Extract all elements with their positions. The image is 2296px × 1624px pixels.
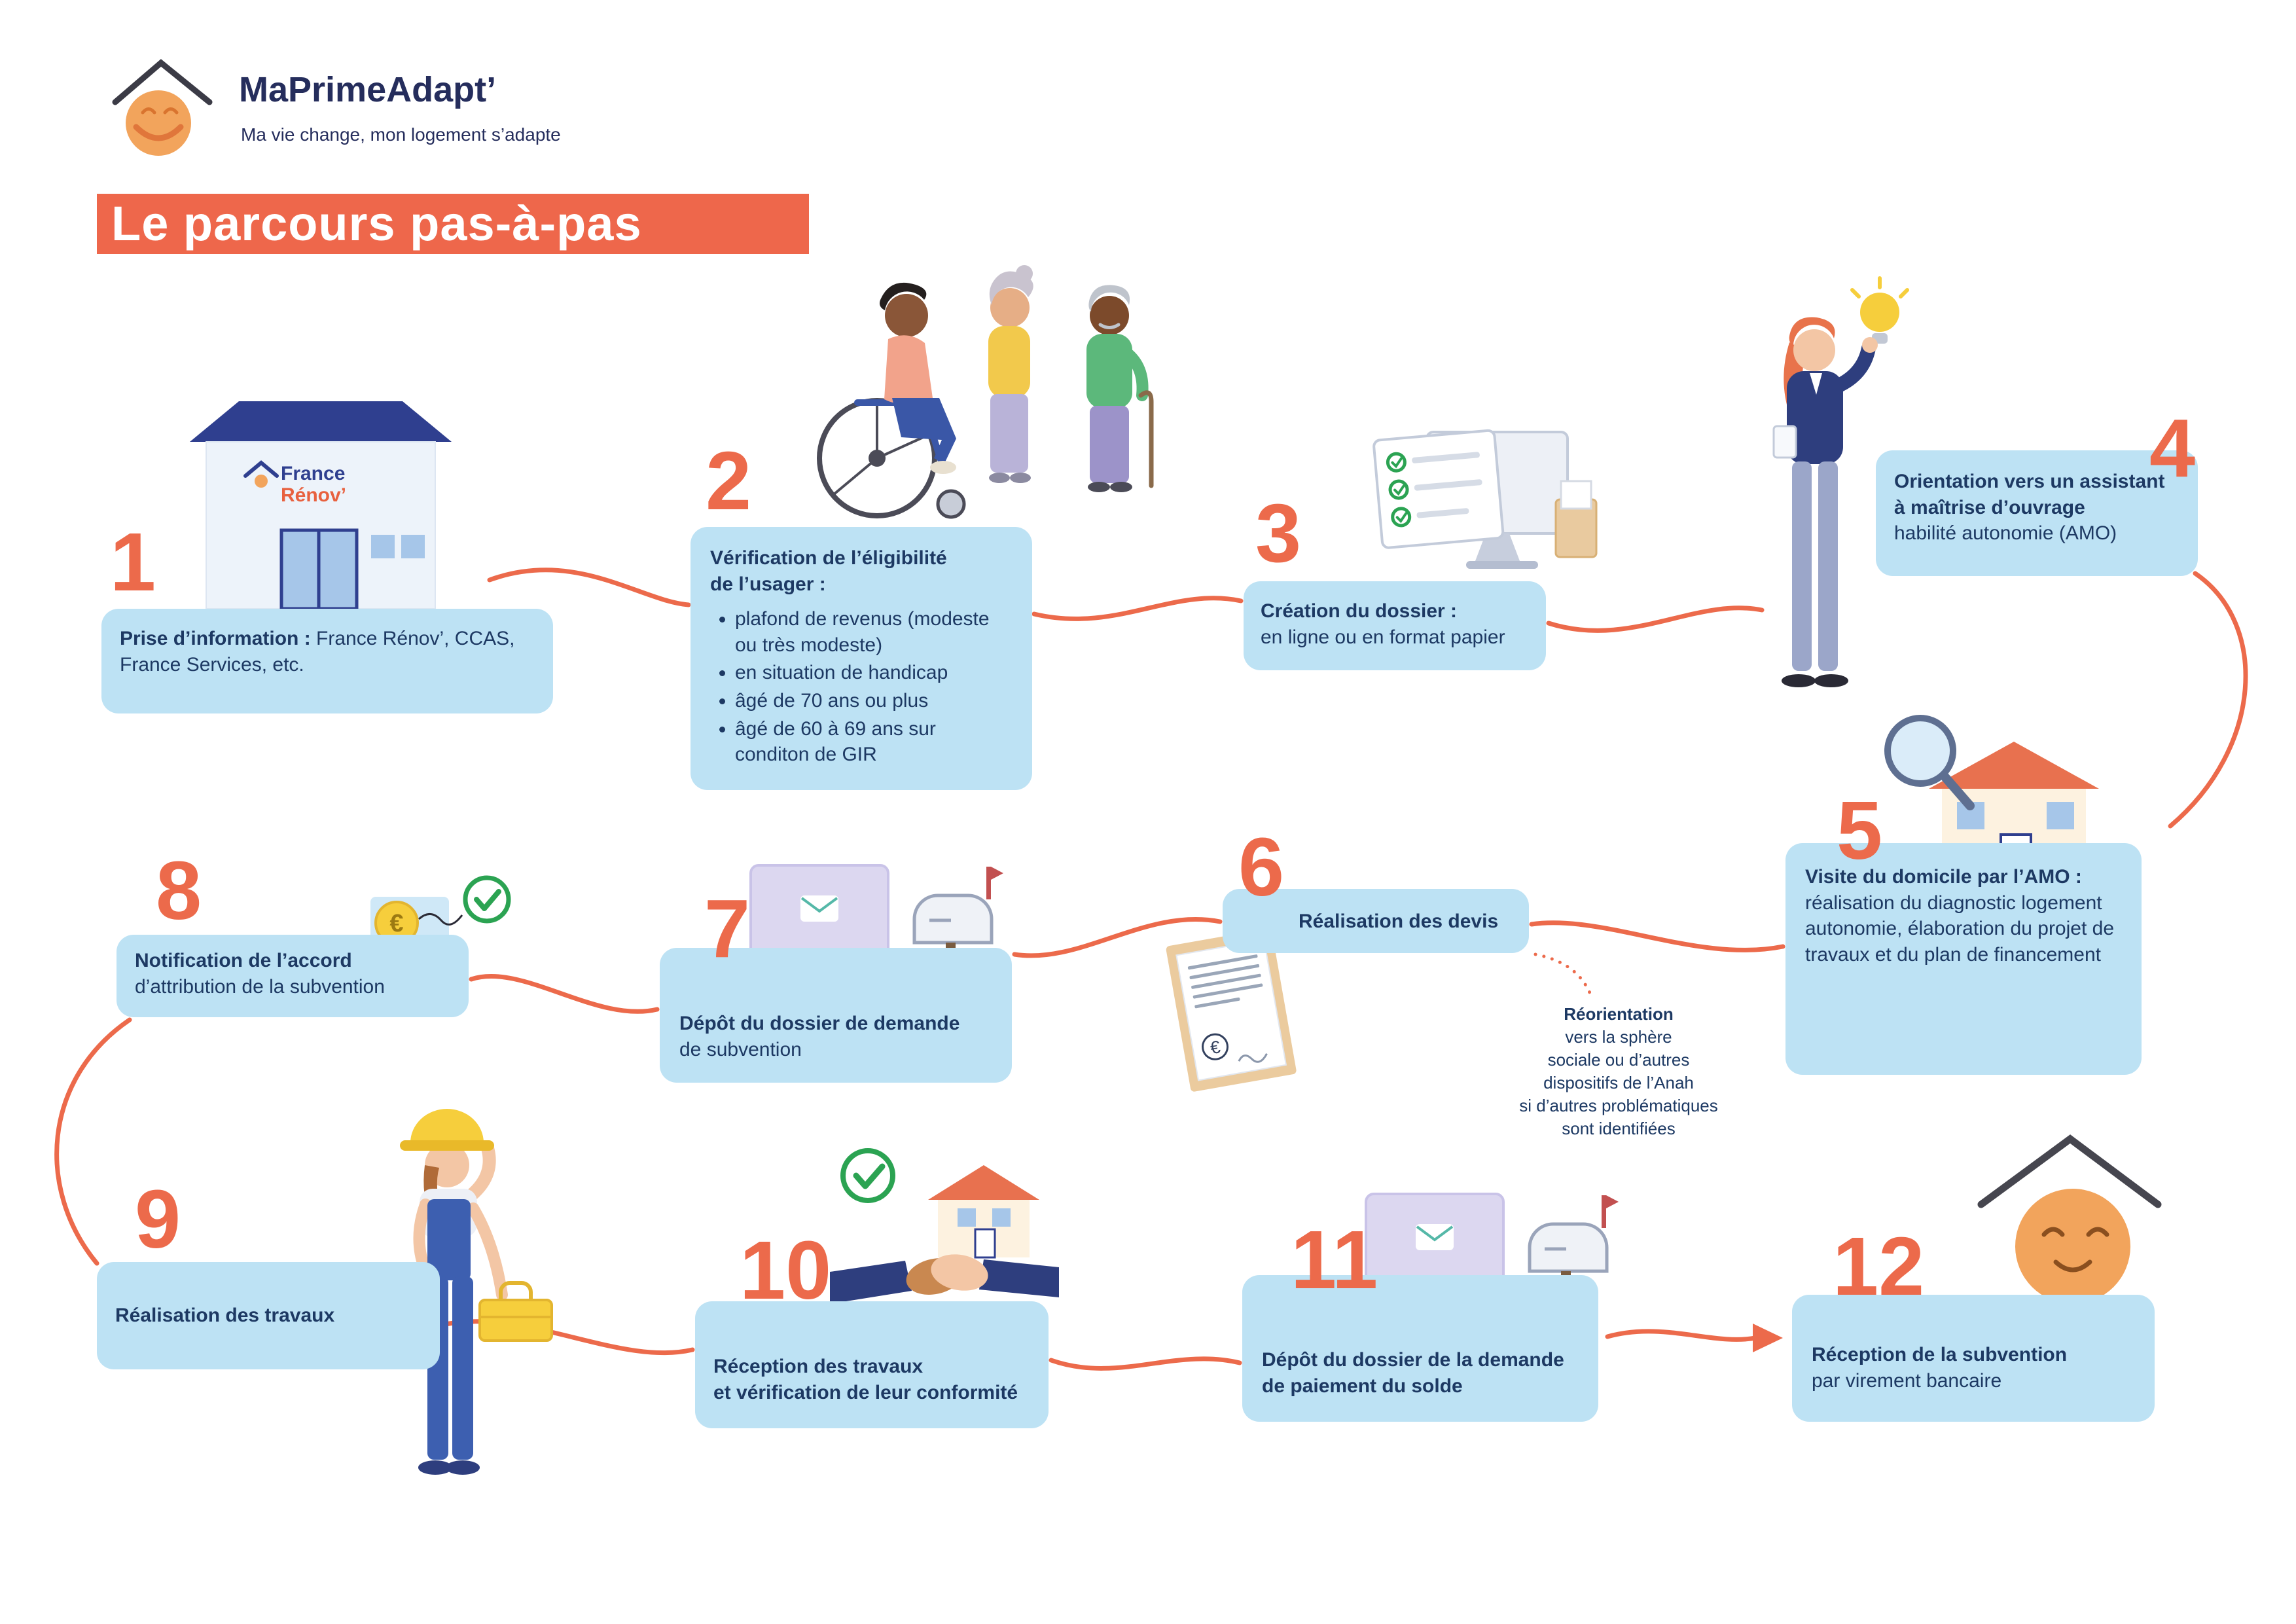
svg-text:Rénov’: Rénov’ [281, 484, 346, 506]
step-7-box: Dépôt du dossier de demande de subventio… [660, 948, 1012, 1083]
step-4-title: Orientation vers un assistant [1894, 471, 2165, 492]
lightbulb-icon [1850, 276, 1909, 344]
step-1-number: 1 [110, 516, 156, 608]
eligibility-item: en situation de handicap [735, 660, 1013, 686]
logo-wordmark: MaPrimeAdapt’ [239, 70, 497, 109]
step-9-box: Réalisation des travaux [97, 1262, 440, 1369]
step-2-box: Vérification de l’éligibilité de l’usage… [691, 527, 1032, 790]
step-7-title: Dépôt du dossier de demande [679, 1013, 960, 1034]
advisor-woman-illustration [1772, 276, 1909, 687]
connector-dotted-reorientation [1534, 952, 1594, 1000]
magnifier-icon [1884, 715, 1975, 810]
step-11-title: Dépôt du dossier de la demande [1262, 1349, 1564, 1371]
reorientation-title: Réorientation [1564, 1004, 1674, 1024]
handshake-icon [830, 1254, 1059, 1304]
hard-hat-icon [400, 1109, 494, 1151]
svg-text:France: France [281, 463, 345, 484]
step-5-box: Visite du domicile par l’AMO : réalisati… [1785, 843, 2142, 1075]
euro-icon: € [1209, 1037, 1222, 1058]
euro-icon: € [389, 910, 403, 937]
step-10-title: Réception des travaux [713, 1356, 924, 1377]
eligible-people-illustration [817, 265, 1154, 519]
step-7-number: 7 [704, 882, 751, 975]
step-1-text: Prise d’information : France Rénov’, CCA… [120, 628, 515, 676]
step-11-number: 11 [1291, 1214, 1378, 1306]
logo-tagline: Ma vie change, mon logement s’adapte [241, 124, 561, 145]
connector-1-2 [487, 568, 691, 607]
connector-2-3 [1031, 596, 1244, 621]
step-8-number: 8 [156, 844, 202, 937]
step-12-title: Réception de la subvention [1812, 1344, 2068, 1365]
elderly-man [1086, 285, 1154, 492]
computer-mailbox-illustration [1365, 1193, 1619, 1344]
logo-icon [112, 59, 213, 156]
checklist-panel [1372, 429, 1505, 549]
connector-8-9 [54, 1017, 132, 1266]
connector-3-4 [1546, 605, 1765, 633]
connector-11-12 [1605, 1329, 1758, 1342]
step-10-box: Réception des travaux et vérification de… [695, 1301, 1049, 1428]
step-9-title: Réalisation des travaux [115, 1305, 335, 1326]
step-6-title: Réalisation des devis [1299, 911, 1499, 932]
step-4-box: Orientation vers un assistant à maîtrise… [1876, 450, 2198, 576]
step-6-number: 6 [1238, 821, 1285, 913]
france-renov-building-illustration: France Rénov’ [190, 401, 452, 611]
france-renov-logo: France Rénov’ [243, 460, 346, 506]
step-6-box: Réalisation des devis [1223, 889, 1529, 953]
arrowhead-11-12 [1753, 1324, 1783, 1352]
quote-document-illustration: € [1166, 928, 1297, 1092]
step-12-number: 12 [1833, 1220, 1925, 1312]
check-icon [463, 875, 511, 924]
step-9-number: 9 [135, 1173, 181, 1265]
handshake-house-illustration [830, 1148, 1059, 1304]
toolbox-icon [478, 1281, 553, 1342]
step-2-title: Vérification de l’éligibilité [710, 547, 947, 569]
connector-7-8 [469, 974, 660, 1014]
step-5-title: Visite du domicile par l’AMO : [1805, 866, 2082, 888]
step-3-number: 3 [1255, 487, 1302, 579]
step-8-box: Notification de l’accord d’attribution d… [117, 935, 469, 1017]
step-3-title: Création du dossier : [1261, 600, 1458, 622]
step-11-box: Dépôt du dossier de la demande de paieme… [1242, 1275, 1598, 1422]
step-5-number: 5 [1837, 784, 1883, 876]
elderly-woman [988, 265, 1033, 483]
step-2-number: 2 [706, 435, 752, 527]
wheelchair-user [817, 282, 966, 519]
eligibility-item: âgé de 70 ans ou plus [735, 688, 1013, 714]
happy-house-illustration [1977, 1134, 2162, 1304]
check-icon [840, 1148, 895, 1203]
connector-5-6 [1529, 920, 1785, 952]
connector-10-11 [1049, 1356, 1242, 1371]
step-12-box: Réception de la subvention par virement … [1792, 1295, 2155, 1422]
reorientation-note: Réorientation vers la sphère sociale ou … [1517, 1003, 1720, 1141]
page-title: Le parcours pas-à-pas [97, 194, 809, 254]
eligibility-item: plafond de revenus (modeste ou très mode… [735, 606, 1013, 658]
step-3-box: Création du dossier : en ligne ou en for… [1244, 581, 1546, 670]
step-10-number: 10 [740, 1224, 832, 1316]
eligibility-list: plafond de revenus (modeste ou très mode… [710, 606, 1013, 768]
step-8-title: Notification de l’accord [135, 950, 352, 971]
step-1-box: Prise d’information : France Rénov’, CCA… [101, 609, 553, 713]
step-4-number: 4 [2149, 402, 2196, 494]
eligibility-item: âgé de 60 à 69 ans sur conditon de GIR [735, 716, 1013, 768]
connector-4-5 [2168, 571, 2248, 829]
checklist-computer-illustration [1372, 429, 1598, 569]
